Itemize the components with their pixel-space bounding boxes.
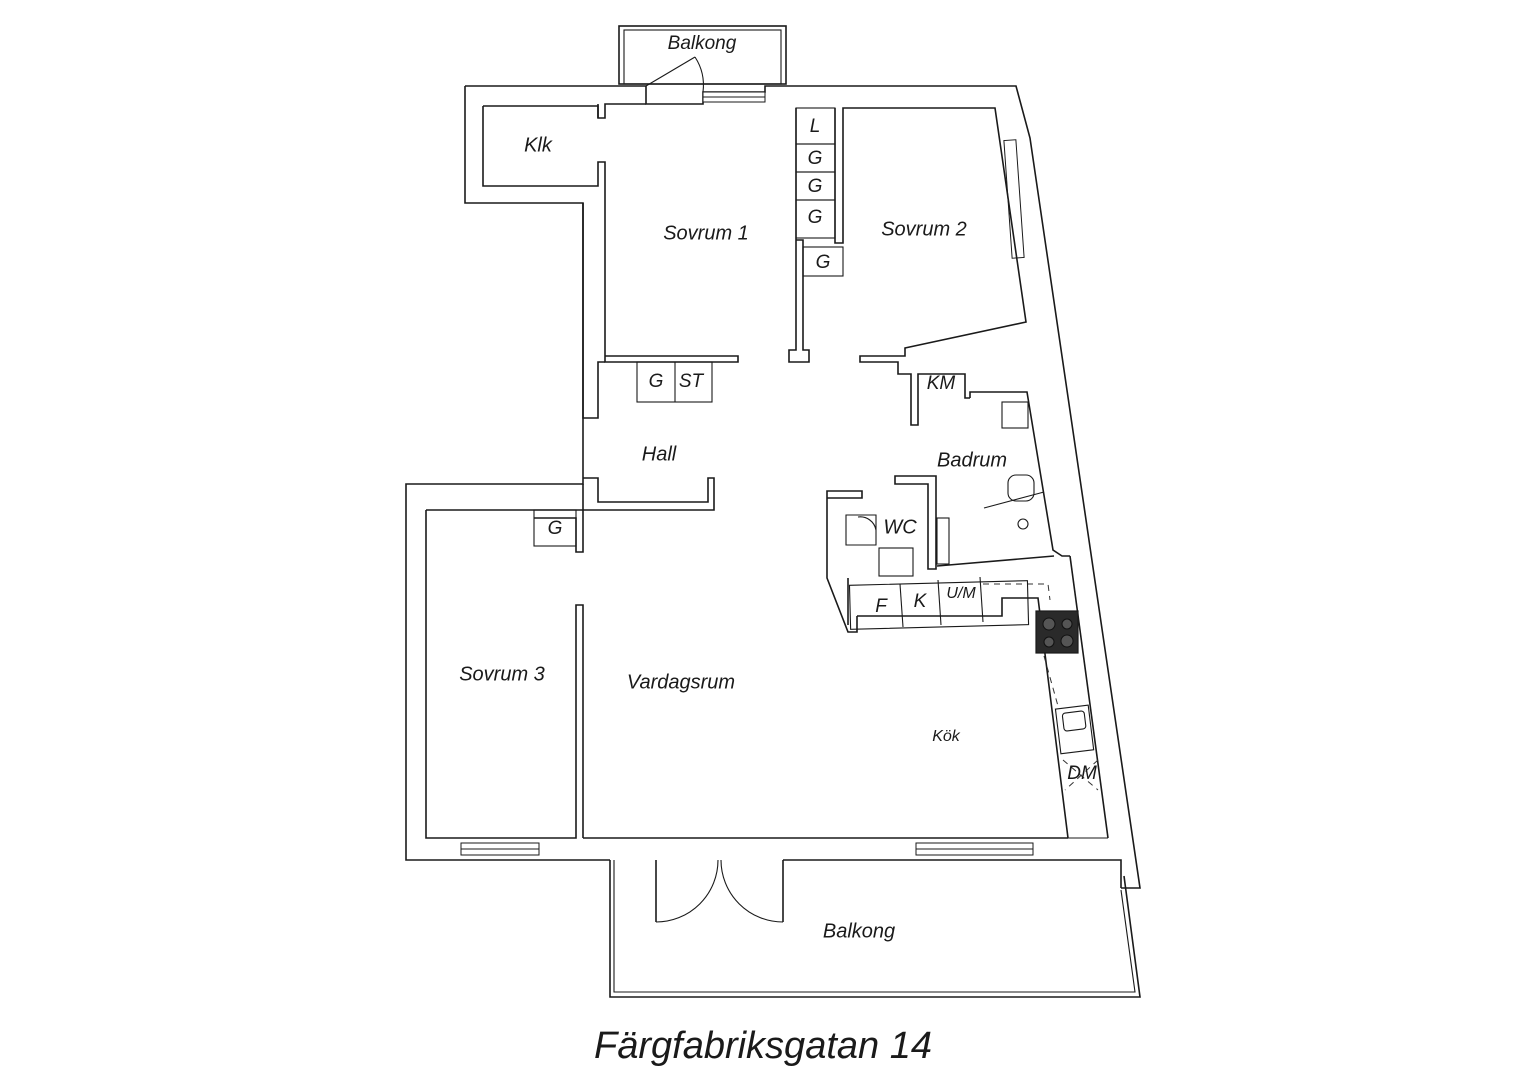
bedroom3-wardrobe-label: G (548, 518, 563, 539)
bedroom2-label: Sovrum 2 (881, 218, 967, 240)
wardrobe-label: G (808, 207, 823, 228)
freezer-label: F (875, 596, 888, 617)
closet-label: Klk (524, 134, 553, 156)
windows (460, 91, 1034, 856)
bedroom3-walls (425, 509, 584, 839)
outer-walls (405, 85, 1141, 889)
wc-label: WC (883, 516, 917, 538)
storage-label: ST (679, 371, 705, 392)
wardrobe-label: G (816, 252, 831, 273)
bedroom-walls (597, 104, 1027, 426)
bathroom-label: Badrum (937, 449, 1007, 471)
linen-closet-label: L (810, 116, 821, 137)
hall-wardrobe-label: G (649, 371, 664, 392)
balcony-bottom-label: Balkong (823, 920, 895, 942)
dishwasher-label: DM (1067, 763, 1097, 784)
address-caption: Färgfabriksgatan 14 (594, 1025, 932, 1067)
wardrobe-label: G (808, 148, 823, 169)
living-room-label: Vardagsrum (627, 671, 735, 693)
bathroom-walls (826, 391, 1070, 633)
hall-label: Hall (642, 443, 677, 465)
balcony-top (618, 25, 787, 93)
kitchen-label: Kök (932, 728, 961, 745)
balcony-top-label: Balkong (668, 33, 737, 54)
bedroom1-label: Sovrum 1 (663, 222, 749, 244)
living-kitchen-walls (583, 555, 1109, 839)
fridge-label: K (914, 591, 928, 612)
wardrobe-label: G (808, 176, 823, 197)
balcony-bottom (609, 859, 1141, 998)
washer-label: KM (927, 373, 956, 394)
oven-microwave-label: U/M (946, 585, 976, 602)
bedroom3-label: Sovrum 3 (459, 663, 545, 685)
hall-walls (582, 203, 715, 511)
